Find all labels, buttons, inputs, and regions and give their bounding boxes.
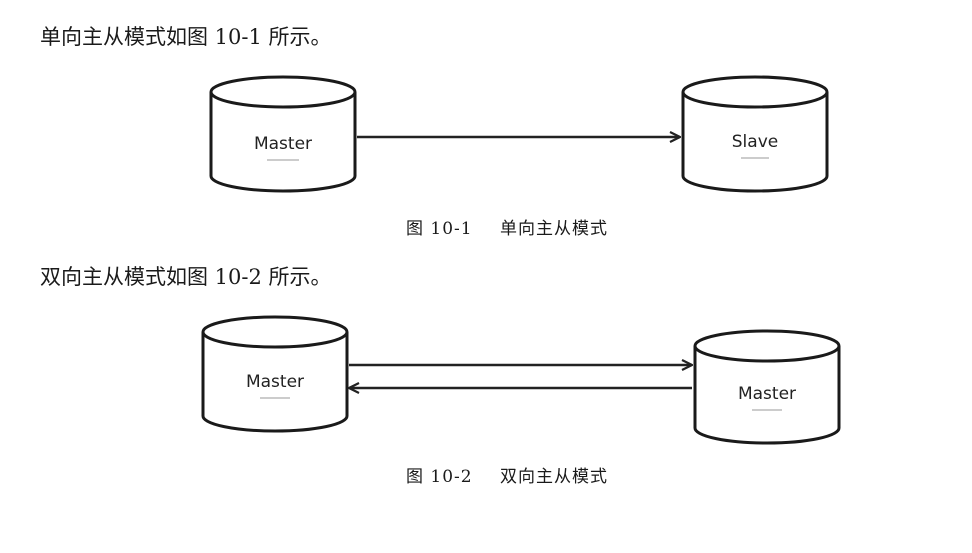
figure-2: Master Master — [201, 315, 841, 445]
figure-1: Master Slave — [209, 75, 829, 193]
node-label-master-right: Master — [738, 384, 796, 404]
node-label-slave: Slave — [732, 132, 778, 152]
master-database-right: Master — [693, 329, 841, 445]
master-database-left: Master — [201, 315, 349, 433]
slave-database: Slave — [681, 75, 829, 193]
node-label-master-left: Master — [246, 372, 304, 392]
master-database-1: Master — [209, 75, 357, 193]
caption-title: 双向主从模式 — [500, 467, 608, 487]
paragraph-2: 双向主从模式如图 10-2 所示。 — [40, 265, 332, 289]
caption-number: 图 10-1 — [406, 219, 473, 239]
paragraph-1: 单向主从模式如图 10-1 所示。 — [40, 25, 332, 49]
node-label-master: Master — [254, 134, 312, 154]
caption-title: 单向主从模式 — [500, 219, 608, 239]
caption-number: 图 10-2 — [406, 467, 473, 487]
